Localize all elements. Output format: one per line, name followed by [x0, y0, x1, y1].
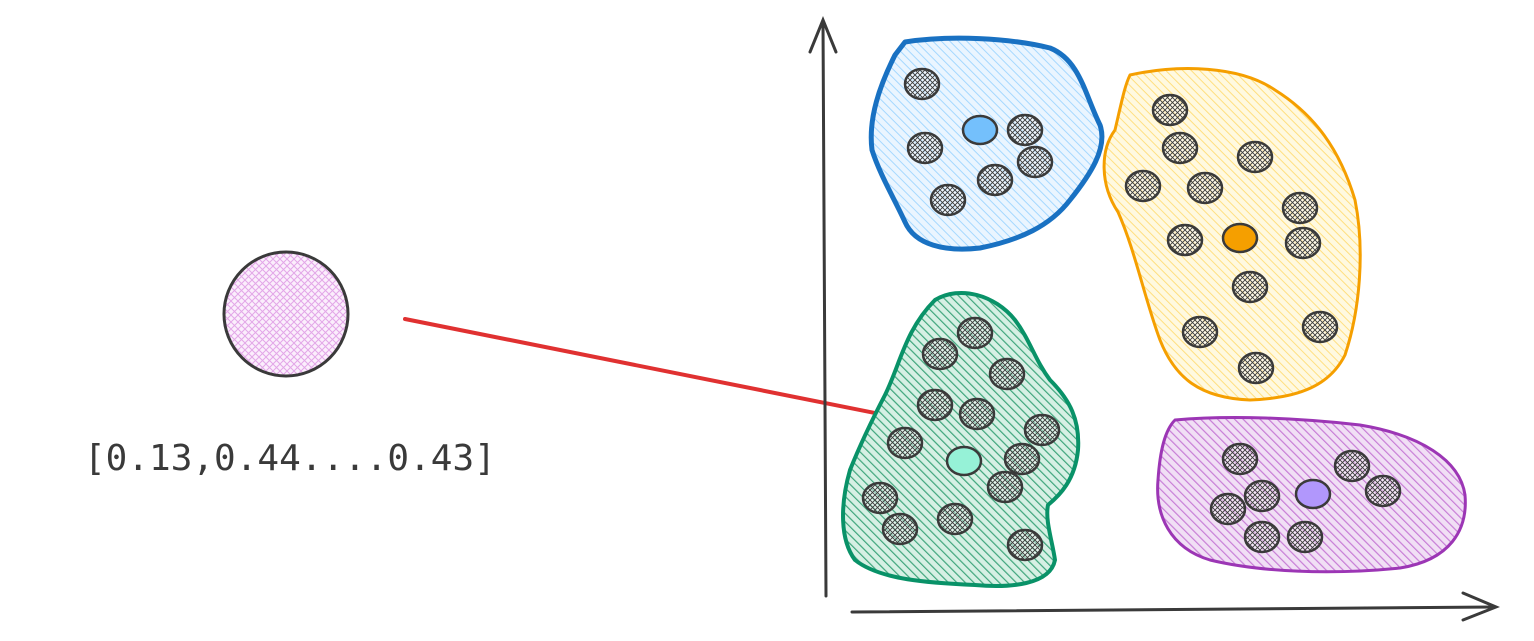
y-axis	[821, 20, 828, 598]
cluster-green-point	[1003, 442, 1041, 476]
cluster-green-point	[1006, 528, 1044, 562]
cluster-purple-point	[1243, 479, 1281, 513]
cluster-orange-centroid	[1221, 222, 1259, 254]
cluster-green	[841, 290, 1081, 588]
x-axis-arrowhead	[1461, 591, 1500, 622]
cluster-green-point	[921, 337, 959, 371]
cluster-orange-point	[1231, 270, 1269, 304]
cluster-blue-point	[929, 183, 967, 217]
y-axis-arrowhead	[808, 16, 838, 54]
cluster-green-point	[988, 357, 1026, 391]
cluster-purple-points	[1209, 442, 1402, 554]
cluster-green-point	[1023, 413, 1061, 447]
query-point	[222, 250, 350, 378]
cluster-orange-point	[1166, 223, 1204, 257]
cluster-green-point	[881, 512, 919, 546]
cluster-blue-centroid	[961, 114, 999, 146]
cluster-orange-point	[1284, 226, 1322, 260]
cluster-green-point	[886, 426, 924, 460]
cluster-orange-point	[1186, 171, 1224, 205]
cluster-purple-point	[1221, 442, 1259, 476]
cluster-blue-point	[1016, 145, 1054, 179]
cluster-orange-point	[1151, 93, 1189, 127]
cluster-orange-point	[1181, 315, 1219, 349]
cluster-purple-centroid	[1294, 478, 1332, 510]
cluster-orange-points	[1124, 93, 1339, 385]
cluster-purple-point	[1286, 520, 1324, 554]
cluster-purple-point	[1333, 449, 1371, 483]
cluster-purple	[1156, 416, 1467, 574]
axes	[808, 16, 1500, 622]
connector-line	[403, 317, 922, 424]
cluster-blue-point	[1006, 113, 1044, 147]
cluster-green-centroid	[945, 445, 983, 477]
cluster-green-point	[958, 397, 996, 431]
cluster-blue-point	[976, 163, 1014, 197]
cluster-orange-point	[1236, 140, 1274, 174]
cluster-green-point	[986, 470, 1024, 504]
cluster-orange-point	[1301, 310, 1339, 344]
cluster-green-point	[861, 481, 899, 515]
cluster-green-point	[936, 502, 974, 536]
cluster-purple-point	[1209, 492, 1247, 526]
cluster-orange-point	[1161, 131, 1199, 165]
cluster-orange	[1102, 67, 1362, 402]
cluster-purple-point	[1243, 520, 1281, 554]
cluster-orange-point	[1281, 191, 1319, 225]
embedding-vector-label: [0.13,0.44....0.43]	[84, 438, 496, 479]
cluster-purple-point	[1364, 474, 1402, 508]
cluster-blue-point	[906, 131, 944, 165]
cluster-green-point	[916, 388, 954, 422]
cluster-blue-points	[903, 67, 1054, 217]
cluster-blue-point	[903, 67, 941, 101]
cluster-green-points	[861, 316, 1061, 562]
cluster-green-point	[956, 316, 994, 350]
x-axis	[850, 605, 1496, 614]
cluster-orange-point	[1124, 169, 1162, 203]
cluster-blue	[868, 35, 1105, 252]
cluster-orange-point	[1237, 351, 1275, 385]
